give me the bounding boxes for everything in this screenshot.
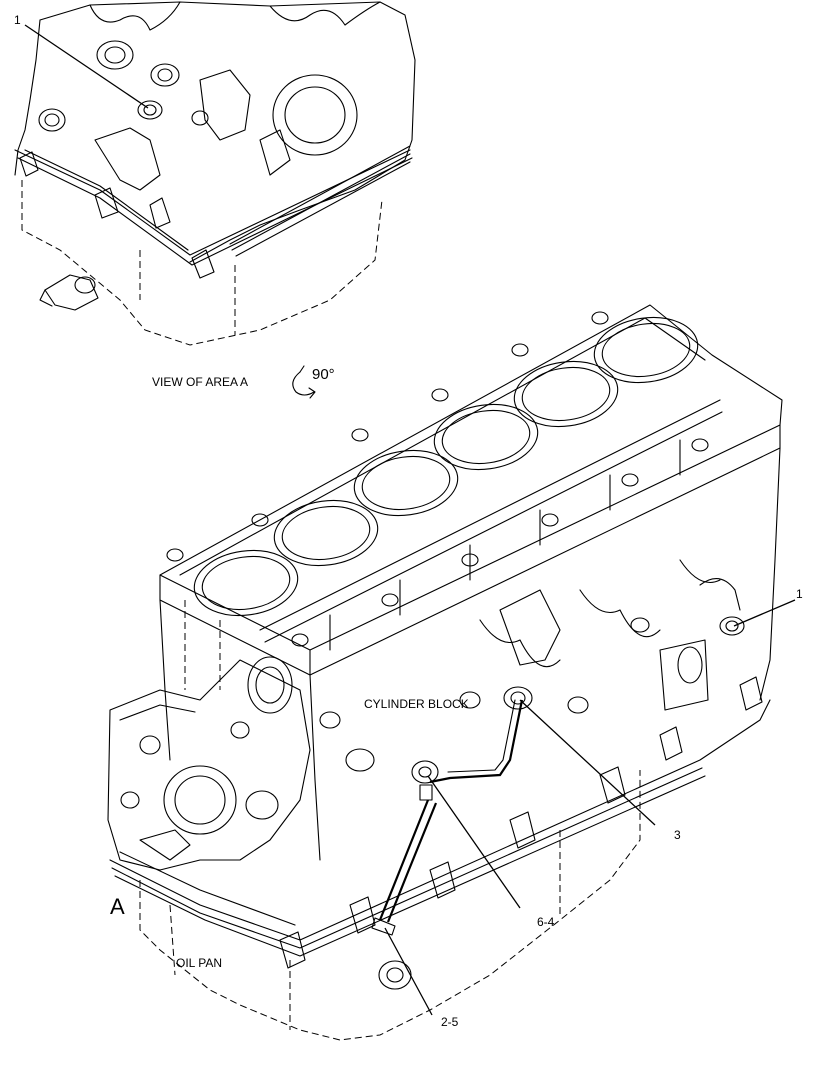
inset-view-area-a	[14, 1, 416, 346]
rotation-label: 90°	[312, 366, 335, 383]
rotation-arrow-icon	[292, 365, 316, 399]
callout-3: 3	[674, 828, 681, 842]
inset-caption: VIEW OF AREA A	[152, 375, 249, 389]
callout-2-5: 2-5	[441, 1015, 459, 1029]
oil-pan-label: OIL PAN	[176, 956, 223, 970]
deck-bolt-bosses	[166, 311, 709, 647]
callout-1-main: 1	[796, 587, 803, 601]
cylinder-block-label: CYLINDER BLOCK	[364, 697, 469, 711]
callout-1-inset: 1	[14, 13, 21, 27]
cylinder-bores	[193, 316, 699, 617]
main-engine-block	[107, 304, 783, 1041]
callout-6-4: 6-4	[537, 915, 555, 929]
area-a-marker: A	[110, 894, 125, 919]
callout-leader-lines	[24, 24, 796, 1016]
